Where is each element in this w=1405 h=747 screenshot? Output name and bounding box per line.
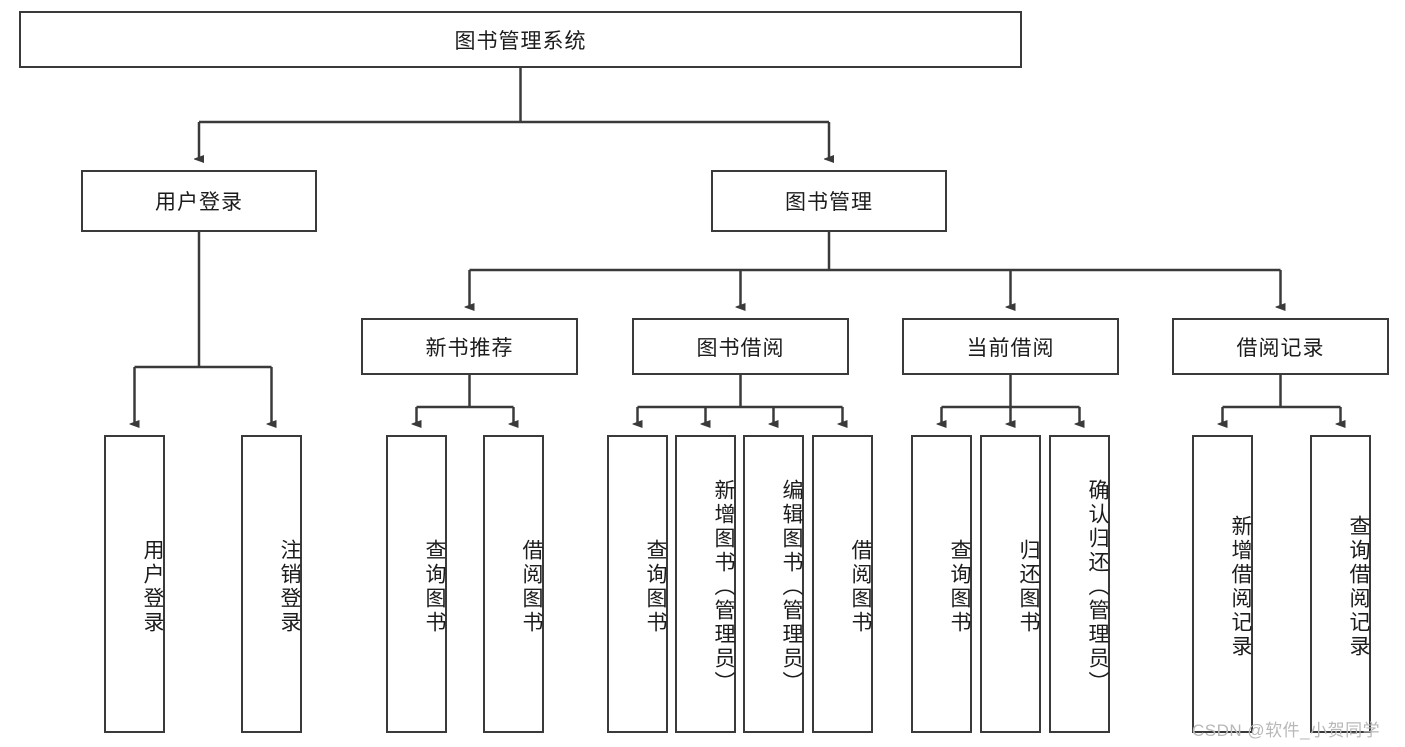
leaf-node-leaf-return-book: 归还图书 bbox=[980, 435, 1041, 733]
node-label: 编辑图书（管理员） bbox=[780, 479, 803, 695]
leaf-node-leaf-user-login: 用户登录 bbox=[104, 435, 165, 733]
node-label: 图书借阅 bbox=[696, 336, 785, 360]
branch-node-new-book-rec: 新书推荐 bbox=[361, 318, 578, 375]
node-label: 新增借阅记录 bbox=[1229, 515, 1252, 659]
node-label: 借阅图书 bbox=[849, 539, 872, 635]
node-label: 新书推荐 bbox=[425, 336, 514, 360]
node-label: 确认归还（管理员） bbox=[1086, 479, 1109, 695]
node-label: 借阅图书 bbox=[520, 539, 543, 635]
leaf-node-leaf-confirm-return: 确认归还（管理员） bbox=[1049, 435, 1110, 733]
leaf-node-leaf-add-record: 新增借阅记录 bbox=[1192, 435, 1253, 733]
node-label: 新增图书（管理员） bbox=[712, 479, 735, 695]
node-label: 借阅记录 bbox=[1236, 336, 1325, 360]
leaf-node-leaf-query-book-rec: 查询图书 bbox=[386, 435, 447, 733]
node-label: 查询图书 bbox=[948, 539, 971, 635]
leaf-node-leaf-query-book-borrow: 查询图书 bbox=[607, 435, 668, 733]
node-label: 查询图书 bbox=[644, 539, 667, 635]
branch-node-book-manage: 图书管理 bbox=[711, 170, 947, 232]
leaf-node-leaf-borrow-book: 借阅图书 bbox=[812, 435, 873, 733]
node-label: 图书管理 bbox=[785, 191, 873, 214]
node-label: 查询借阅记录 bbox=[1347, 515, 1370, 659]
node-label: 当前借阅 bbox=[966, 336, 1055, 360]
leaf-node-leaf-query-record: 查询借阅记录 bbox=[1310, 435, 1371, 733]
node-label: 用户登录 bbox=[141, 539, 164, 635]
leaf-node-leaf-add-book: 新增图书（管理员） bbox=[675, 435, 736, 733]
leaf-node-leaf-query-book-current: 查询图书 bbox=[911, 435, 972, 733]
node-label: 用户登录 bbox=[155, 191, 243, 214]
branch-node-borrow-record: 借阅记录 bbox=[1172, 318, 1389, 375]
branch-node-user-login: 用户登录 bbox=[81, 170, 317, 232]
csdn-watermark: CSDN @软件_小贺同学 bbox=[1192, 721, 1381, 740]
branch-node-book-borrow: 图书借阅 bbox=[632, 318, 849, 375]
branch-node-current-borrow: 当前借阅 bbox=[902, 318, 1119, 375]
node-label: 注销登录 bbox=[278, 539, 301, 635]
leaf-node-leaf-edit-book: 编辑图书（管理员） bbox=[743, 435, 804, 733]
root-node-root: 图书管理系统 bbox=[19, 11, 1022, 68]
node-label: 图书管理系统 bbox=[454, 29, 587, 53]
node-label: 查询图书 bbox=[423, 539, 446, 635]
leaf-node-leaf-borrow-book-rec: 借阅图书 bbox=[483, 435, 544, 733]
node-label: 归还图书 bbox=[1017, 539, 1040, 635]
leaf-node-leaf-user-logout: 注销登录 bbox=[241, 435, 302, 733]
